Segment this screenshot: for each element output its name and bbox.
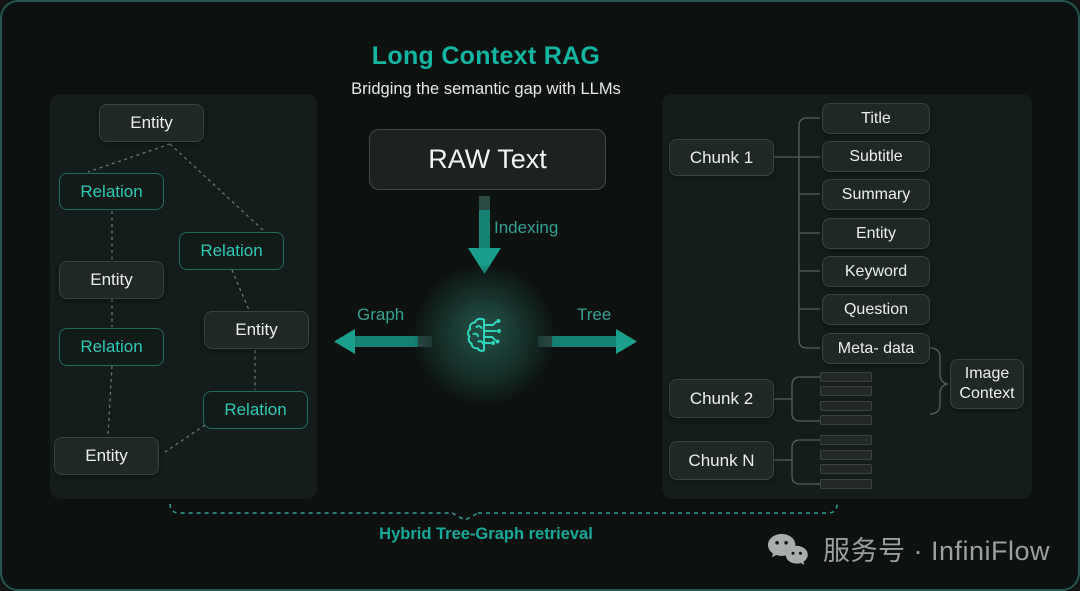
graph-node-entity: Entity — [204, 311, 309, 349]
hybrid-retrieval-label: Hybrid Tree-Graph retrieval — [379, 525, 593, 543]
graph-node-relation: Relation — [59, 328, 164, 366]
tree-label: Tree — [577, 305, 612, 324]
brand-text: 服务号 · InfiniFlow — [822, 536, 1050, 566]
chunk2-placeholder-bar — [820, 372, 872, 382]
tree-edges — [774, 117, 949, 485]
raw-text-node: RAW Text — [369, 129, 606, 190]
tree-node-title: Title — [822, 103, 930, 134]
indexing-label: Indexing — [494, 218, 559, 237]
tree-node-question: Question — [822, 294, 930, 325]
graph-node-entity: Entity — [99, 104, 204, 142]
page-title: Long Context RAG — [371, 42, 601, 70]
wechat-icon — [767, 533, 808, 565]
chunkn-placeholder-bar — [820, 479, 872, 489]
tree-node-summary: Summary — [822, 179, 930, 210]
flow-arrows — [334, 196, 637, 354]
hybrid-retrieval-bracket — [169, 503, 838, 521]
tree-node-chunk-1: Chunk 1 — [669, 139, 774, 176]
tree-node-meta-data: Meta- data — [822, 333, 930, 364]
chunk2-placeholder-bar — [820, 415, 872, 425]
tree-node-chunk-n: Chunk N — [669, 441, 774, 480]
graph-node-relation: Relation — [203, 391, 308, 429]
brain-circuit-icon — [467, 317, 501, 352]
brand-footer: 服务号 · InfiniFlow — [764, 529, 1050, 568]
tree-node-keyword: Keyword — [822, 256, 930, 287]
graph-node-entity: Entity — [54, 437, 159, 475]
tree-node-chunk-2: Chunk 2 — [669, 379, 774, 418]
graph-node-entity: Entity — [59, 261, 164, 299]
chunk2-placeholder-bar — [820, 386, 872, 396]
tree-node-entity: Entity — [822, 218, 930, 249]
page-subtitle: Bridging the semantic gap with LLMs — [351, 80, 621, 98]
graph-node-relation: Relation — [59, 173, 164, 210]
tree-node-subtitle: Subtitle — [822, 141, 930, 172]
graph-node-relation: Relation — [179, 232, 284, 270]
tree-node-image-context: Image Context — [950, 359, 1024, 409]
graph-label: Graph — [357, 305, 405, 324]
graph-edges — [87, 143, 265, 455]
chunkn-placeholder-bar — [820, 450, 872, 460]
chunkn-placeholder-bar — [820, 435, 872, 445]
brain-circle — [449, 300, 519, 370]
chunkn-placeholder-bar — [820, 464, 872, 474]
chunk2-placeholder-bar — [820, 401, 872, 411]
